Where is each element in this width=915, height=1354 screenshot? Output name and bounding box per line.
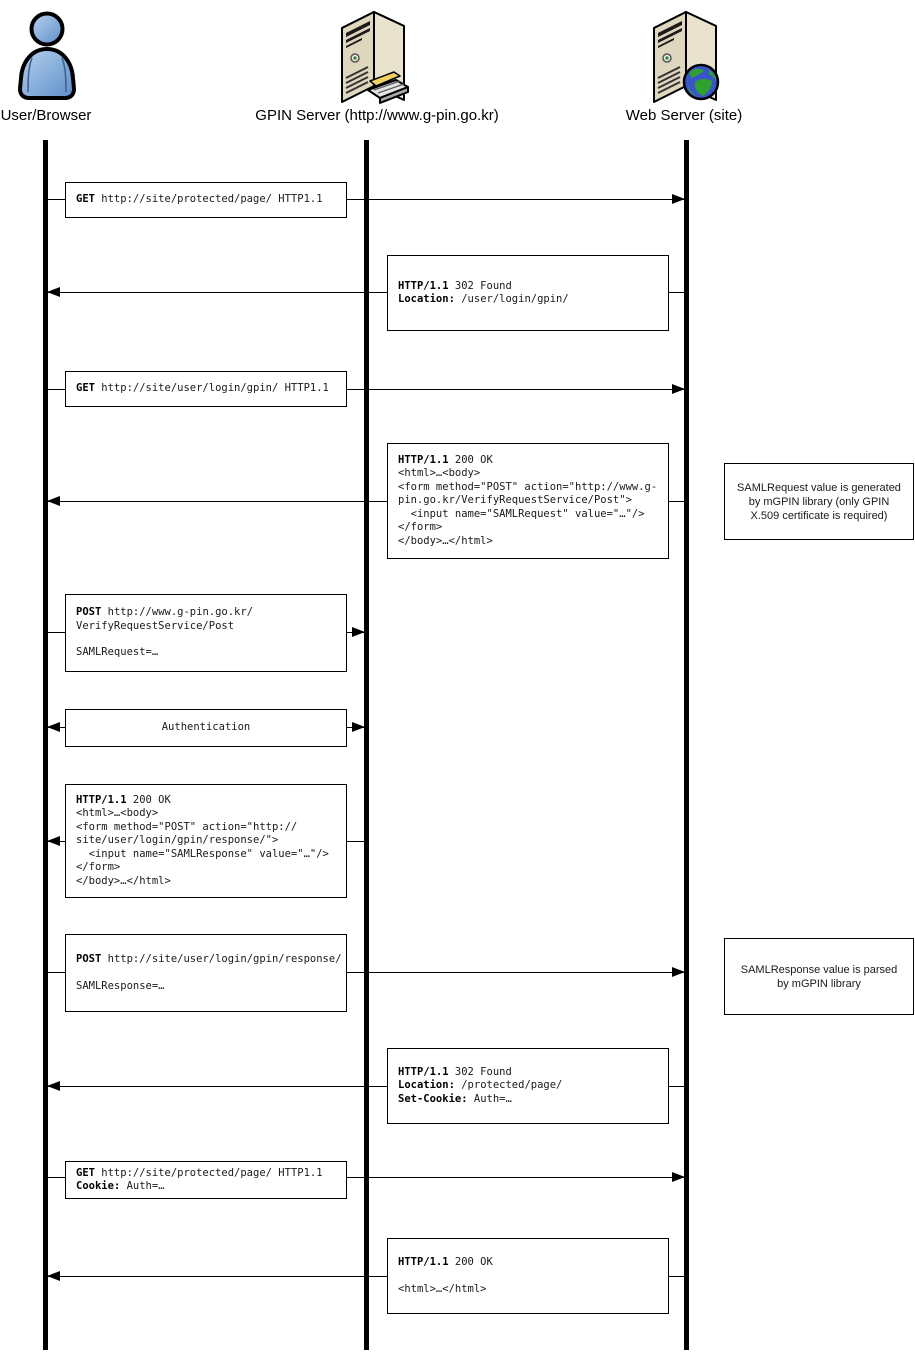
samlresponse-form-response-box: HTTP/1.1 200 OK<html>…<body><form method… bbox=[65, 784, 347, 898]
redirect-with-cookie-arrowhead bbox=[47, 1081, 60, 1091]
get-protected-with-cookie-arrow-line bbox=[45, 1177, 687, 1178]
gpin-server-icon bbox=[334, 2, 410, 111]
final-200-ok-arrow-line bbox=[45, 1276, 687, 1277]
get-protected-page-arrow-line bbox=[45, 199, 687, 200]
person-icon bbox=[14, 8, 78, 107]
lifeline-gpin bbox=[364, 140, 369, 1350]
post-samlresponse-arrowhead bbox=[672, 967, 685, 977]
samlrequest-form-response-arrowhead bbox=[47, 496, 60, 506]
redirect-to-gpin-login-arrowhead bbox=[47, 287, 60, 297]
post-samlrequest-arrowhead bbox=[352, 627, 365, 637]
get-gpin-login-page-arrowhead bbox=[672, 384, 685, 394]
authentication-arrowhead bbox=[47, 722, 60, 732]
samlrequest-form-response-box: HTTP/1.1 200 OK<html>…<body><form method… bbox=[387, 443, 669, 559]
actor-label-gpin: GPIN Server (http://www.g-pin.go.kr) bbox=[255, 107, 499, 124]
lifeline-user bbox=[43, 140, 48, 1350]
redirect-to-gpin-login-arrow-line bbox=[45, 292, 687, 293]
note-samlrequest: SAMLRequest value is generated by mGPIN … bbox=[724, 463, 914, 540]
get-gpin-login-page-box: GET http://site/user/login/gpin/ HTTP1.1 bbox=[65, 371, 347, 407]
actor-label-web: Web Server (site) bbox=[625, 107, 743, 124]
get-protected-page-box: GET http://site/protected/page/ HTTP1.1 bbox=[65, 182, 347, 218]
actor-label-user: User/Browser bbox=[0, 107, 92, 124]
final-200-ok-arrowhead bbox=[47, 1271, 60, 1281]
redirect-with-cookie-arrow-line bbox=[45, 1086, 687, 1087]
final-200-ok-box: HTTP/1.1 200 OK <html>…</html> bbox=[387, 1238, 669, 1314]
authentication-box: Authentication bbox=[65, 709, 347, 747]
get-protected-page-arrowhead bbox=[672, 194, 685, 204]
samlrequest-form-response-arrow-line bbox=[45, 501, 687, 502]
samlresponse-form-response-arrowhead bbox=[47, 836, 60, 846]
post-samlrequest-box: POST http://www.g-pin.go.kr/VerifyReques… bbox=[65, 594, 347, 672]
get-protected-with-cookie-arrowhead bbox=[672, 1172, 685, 1182]
post-samlresponse-arrow-line bbox=[45, 972, 687, 973]
authentication-arrowhead bbox=[352, 722, 365, 732]
get-gpin-login-page-arrow-line bbox=[45, 389, 687, 390]
web-server-icon bbox=[646, 2, 722, 111]
lifeline-web bbox=[684, 140, 689, 1350]
note-samlresponse: SAMLResponse value is parsed by mGPIN li… bbox=[724, 938, 914, 1015]
post-samlresponse-box: POST http://site/user/login/gpin/respons… bbox=[65, 934, 347, 1012]
